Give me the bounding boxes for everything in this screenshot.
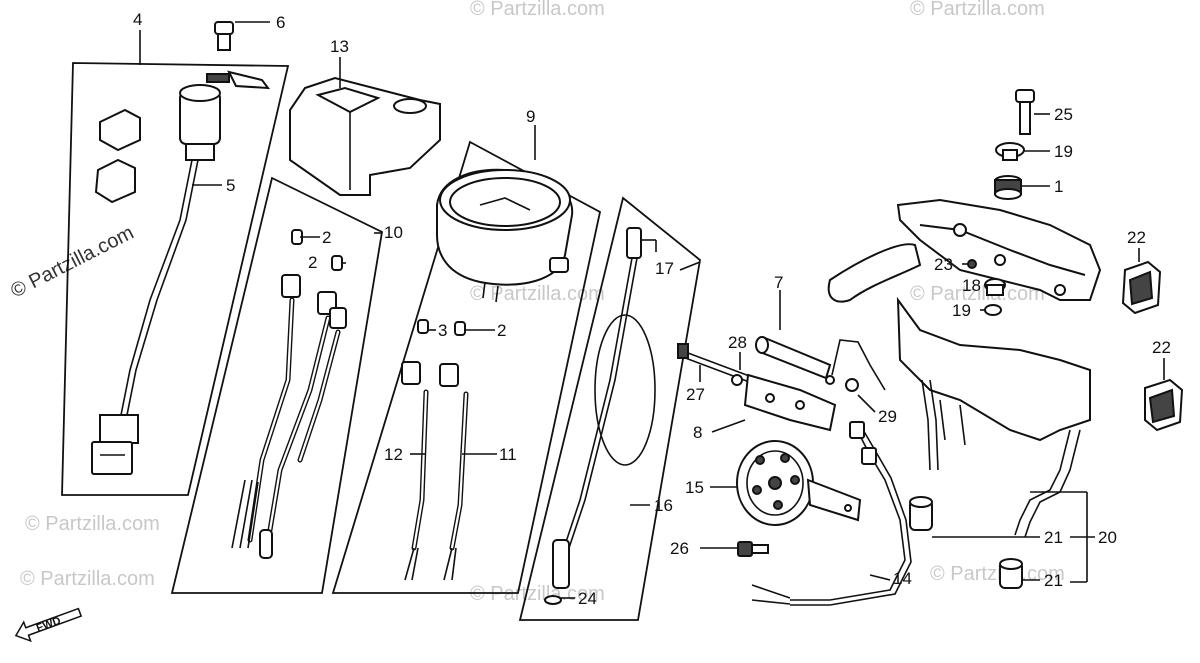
callout-23: 23 xyxy=(934,255,953,274)
leader-lines xyxy=(139,21,1165,599)
callout-18: 18 xyxy=(962,276,981,295)
watermark-main: © Partzilla.com xyxy=(7,222,137,303)
meter-cover-part xyxy=(289,76,441,196)
rubber-22-part xyxy=(1144,378,1184,432)
callout-14: 14 xyxy=(893,569,912,588)
faint-watermarks: © Partzilla.com © Partzilla.com © Partzi… xyxy=(20,0,1065,605)
callout-16: 16 xyxy=(654,496,673,515)
callout-5: 5 xyxy=(226,176,235,195)
watermark-faint: © Partzilla.com xyxy=(910,0,1045,20)
callout-2: 2 xyxy=(308,253,317,272)
callout-8: 8 xyxy=(693,423,702,442)
callout-2: 2 xyxy=(497,321,506,340)
callout-27: 27 xyxy=(686,385,705,404)
panel-indicator-harness xyxy=(170,176,383,594)
callout-19: 19 xyxy=(952,301,971,320)
horn-part xyxy=(736,440,862,526)
speedometer-cable-part xyxy=(544,227,656,605)
main-bracket-part xyxy=(827,198,1102,538)
fwd-label: FWD xyxy=(35,615,63,635)
callout-9: 9 xyxy=(526,107,535,126)
speedometer-part xyxy=(436,168,574,303)
callout-6: 6 xyxy=(276,13,285,32)
callout-28: 28 xyxy=(728,333,747,352)
fwd-arrow-icon: FWD xyxy=(14,607,83,643)
bolt-26-part xyxy=(737,541,769,557)
panel-ignition-switch xyxy=(61,21,290,496)
callout-7: 7 xyxy=(774,273,783,292)
callout-21: 21 xyxy=(1044,571,1063,590)
watermark-faint: © Partzilla.com xyxy=(470,583,605,605)
watermark-faint: © Partzilla.com xyxy=(470,0,605,20)
callout-10: 10 xyxy=(384,223,403,242)
watermark-faint: © Partzilla.com xyxy=(910,283,1045,305)
callout-17: 17 xyxy=(655,259,674,278)
callout-29: 29 xyxy=(878,407,897,426)
callout-19: 19 xyxy=(1054,142,1073,161)
callout-22: 22 xyxy=(1152,338,1171,357)
ignition-connector-part xyxy=(91,414,139,475)
horn-wire-part xyxy=(751,421,912,606)
watermark-faint: © Partzilla.com xyxy=(20,568,155,590)
callout-11: 11 xyxy=(499,445,517,464)
rod-part xyxy=(755,336,832,380)
callout-labels: 4 6 5 13 9 2 2 10 3 2 12 11 17 16 24 7 2… xyxy=(133,10,1171,608)
callout-15: 15 xyxy=(685,478,704,497)
bracket-group xyxy=(677,336,886,432)
callout-24: 24 xyxy=(578,589,597,608)
watermark-faint: © Partzilla.com xyxy=(470,283,605,305)
callout-2: 2 xyxy=(322,228,331,247)
rubber-22-part xyxy=(1121,260,1162,315)
ignition-switch-part xyxy=(179,70,271,161)
callout-20: 20 xyxy=(1098,528,1117,547)
callout-22: 22 xyxy=(1127,228,1146,247)
key-bolt-part xyxy=(214,21,234,51)
bracket-part xyxy=(743,373,837,432)
watermark-faint: © Partzilla.com xyxy=(25,513,160,535)
callout-3: 3 xyxy=(438,321,447,340)
panel-speedometer-cable xyxy=(518,196,701,621)
upper-hardware xyxy=(967,89,1035,316)
callout-1: 1 xyxy=(1054,177,1063,196)
callout-25: 25 xyxy=(1054,105,1073,124)
callout-26: 26 xyxy=(670,539,689,558)
callout-12: 12 xyxy=(384,445,403,464)
callout-4: 4 xyxy=(133,10,142,29)
panel-speedometer xyxy=(331,140,602,594)
callout-21: 21 xyxy=(1044,528,1063,547)
callout-13: 13 xyxy=(330,37,349,56)
